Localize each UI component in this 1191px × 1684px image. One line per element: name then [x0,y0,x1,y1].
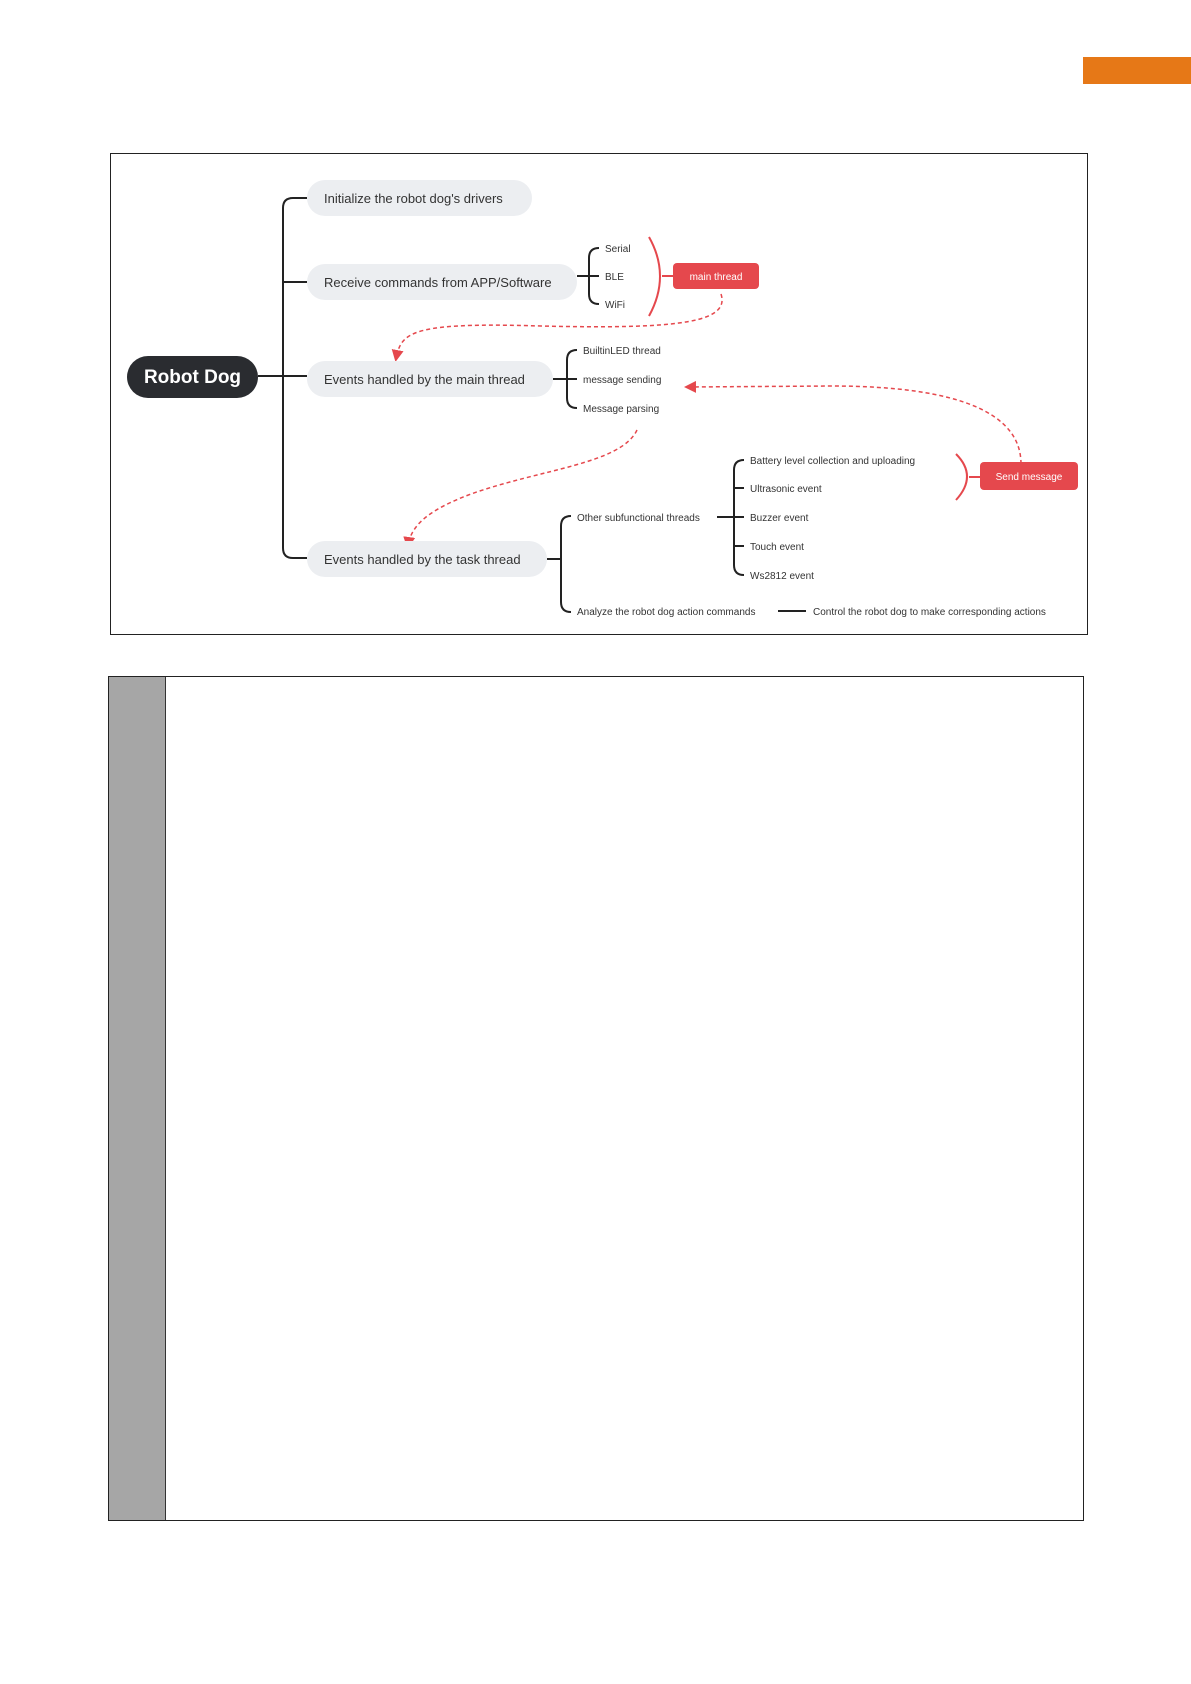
header-accent-bar [1083,57,1191,84]
branch-receive: Receive commands from APP/Software [307,264,577,300]
tree-connectors [258,197,806,613]
branch-receive-label: Receive commands from APP/Software [324,275,552,290]
leaf-serial: Serial [605,244,631,255]
leaf-analyze-commands: Analyze the robot dog action commands [577,607,755,618]
mind-map-diagram: Robot Dog Initialize the robot dog's dri… [110,153,1088,635]
branch-task-events: Events handled by the task thread [307,541,547,577]
branch-task-events-bg [307,541,547,577]
leaf-ble: BLE [605,272,624,283]
red-dashed-arrows [391,293,1022,549]
leaf-battery-level: Battery level collection and uploading [750,456,915,467]
send-message-tag: Send message [980,462,1078,490]
root-node-bg [127,356,258,398]
leaf-wifi: WiFi [605,300,625,311]
leaf-buzzer-event: Buzzer event [750,513,809,524]
branch-init: Initialize the robot dog's drivers [307,180,532,216]
red-braces [648,236,980,501]
leaf-ultrasonic-event: Ultrasonic event [750,484,822,495]
main-thread-tag-label: main thread [690,272,743,283]
branch-main-events: Events handled by the main thread [307,361,553,397]
leaf-other-subfunctional-threads: Other subfunctional threads [577,513,700,524]
branch-main-events-label: Events handled by the main thread [324,372,525,387]
leaf-control-actions: Control the robot dog to make correspond… [813,607,1046,618]
leaf-message-sending: message sending [583,375,661,386]
leaf-builtinled-thread: BuiltinLED thread [583,346,661,357]
main-thread-tag: main thread [673,263,759,289]
branch-task-events-label: Events handled by the task thread [324,552,521,567]
branch-init-bg [307,180,532,216]
code-line-gutter [109,677,166,1520]
leaf-touch-event: Touch event [750,542,804,553]
branch-main-events-bg [307,361,553,397]
code-block [108,676,1084,1521]
root-node-label: Robot Dog [144,367,241,388]
send-message-tag-label: Send message [996,472,1063,483]
leaf-ws2812-event: Ws2812 event [750,571,814,582]
branch-init-label: Initialize the robot dog's drivers [324,191,503,206]
main-thread-tag-bg [673,263,759,289]
send-message-tag-bg [980,462,1078,490]
mind-map-canvas: Robot Dog Initialize the robot dog's dri… [127,180,1078,618]
branch-receive-bg [307,264,577,300]
leaf-message-parsing: Message parsing [583,404,659,415]
root-node: Robot Dog [127,356,258,398]
